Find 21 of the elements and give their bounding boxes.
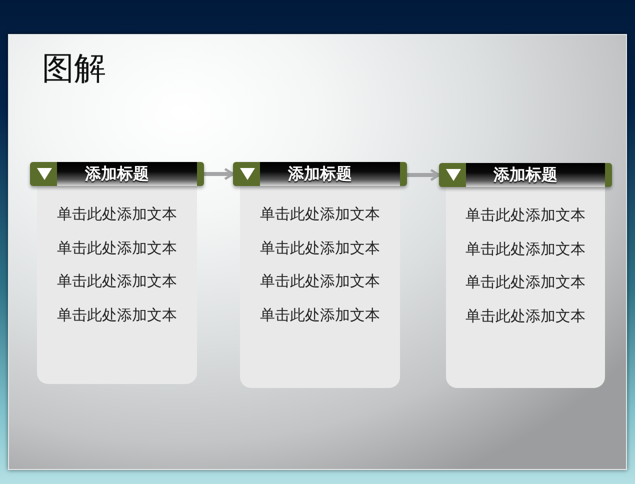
body-text: 单击此处添加文本 [57,271,177,291]
arrow [204,168,234,180]
title: 图解 [42,48,106,88]
body-text: 单击此处添加文本 [260,204,380,224]
body-text: 单击此处添加文本 [57,238,177,258]
step-card [30,162,204,384]
body-text: 单击此处添加文本 [466,272,586,292]
body-text: 单击此处添加文本 [260,271,380,291]
body-text: 单击此处添加文本 [466,238,586,258]
step-card [439,163,612,388]
heading: 添加标题 [288,164,352,184]
step-card [233,162,407,388]
body-text: 单击此处添加文本 [466,205,586,225]
heading: 添加标题 [85,164,149,184]
body-text: 单击此处添加文本 [466,306,586,326]
body-text: 单击此处添加文本 [260,238,380,258]
body-text: 单击此处添加文本 [260,304,380,324]
body-text: 单击此处添加文本 [57,304,177,324]
body-text: 单击此处添加文本 [57,204,177,224]
heading: 添加标题 [494,165,558,185]
arrow [407,168,440,182]
